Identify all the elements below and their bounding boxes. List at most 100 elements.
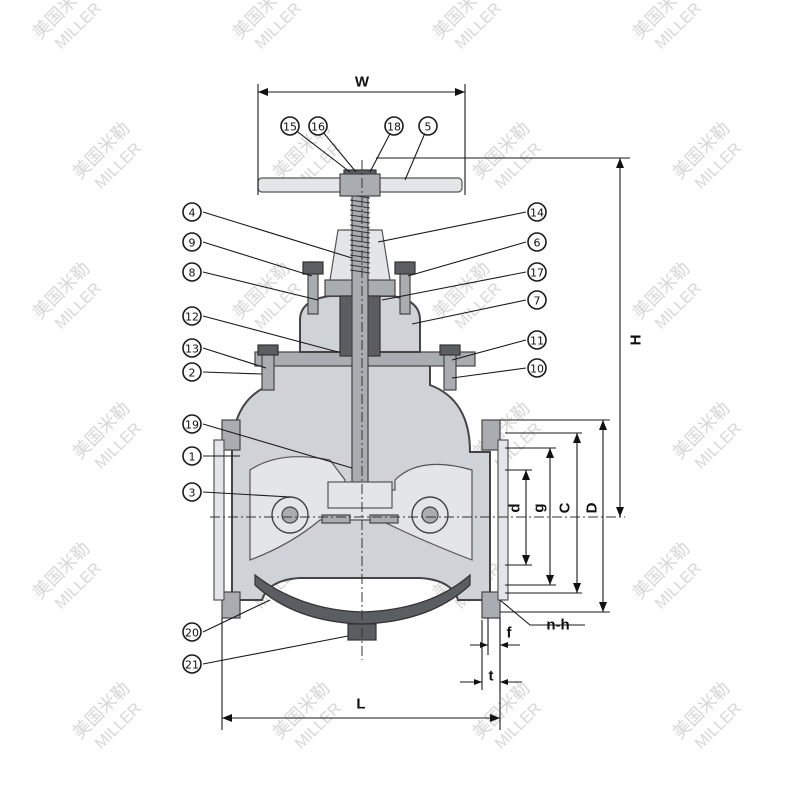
callout-16: 16 <box>308 116 328 136</box>
dim-label-c: C <box>557 502 574 513</box>
callout-5: 5 <box>418 116 438 136</box>
dim-label-h: H <box>628 335 645 346</box>
dim-label-w: W <box>355 74 370 91</box>
dimension-lines <box>221 84 630 730</box>
bonnet-nut-left <box>302 261 324 275</box>
left-flange <box>221 419 241 451</box>
callout-15: 15 <box>280 116 300 136</box>
callout-11: 11 <box>527 330 547 350</box>
right-flange-lower <box>481 591 501 619</box>
body-nut-left <box>257 344 279 356</box>
svg-text:8: 8 <box>189 267 196 280</box>
port-left-inner <box>281 506 299 524</box>
callout-13: 13 <box>182 338 202 358</box>
right-flange <box>481 419 501 451</box>
stem <box>351 189 369 491</box>
callout-9: 9 <box>182 232 202 252</box>
left-flange-lower <box>221 591 241 619</box>
seat-left <box>321 514 351 524</box>
thread-line <box>349 219 371 224</box>
callout-leaders <box>202 125 527 665</box>
callout-3: 3 <box>182 482 202 502</box>
svg-text:20: 20 <box>185 627 199 640</box>
thread-line <box>349 229 371 234</box>
dim-label-d-lower: d <box>507 503 524 512</box>
right-flange-face <box>497 439 509 601</box>
dim-label-d-upper: D <box>584 502 601 513</box>
valve-drawing <box>210 160 625 660</box>
port-right-inner <box>421 506 439 524</box>
svg-text:13: 13 <box>185 343 199 356</box>
thread-line <box>349 254 371 259</box>
stem-thread <box>349 194 371 274</box>
callout-14: 14 <box>527 202 547 222</box>
svg-text:19: 19 <box>185 419 199 432</box>
svg-text:12: 12 <box>185 311 199 324</box>
callout-19: 19 <box>182 414 202 434</box>
svg-text:10: 10 <box>530 363 544 376</box>
svg-text:5: 5 <box>425 121 432 134</box>
callout-7: 7 <box>527 290 547 310</box>
callout-1: 1 <box>182 446 202 466</box>
callout-17: 17 <box>527 262 547 282</box>
svg-text:15: 15 <box>283 121 297 134</box>
svg-text:7: 7 <box>534 295 541 308</box>
thread-line <box>349 269 371 274</box>
callout-21: 21 <box>182 654 202 674</box>
dim-label-f: f <box>507 625 513 642</box>
callout-6: 6 <box>527 232 547 252</box>
svg-text:3: 3 <box>189 487 196 500</box>
svg-text:17: 17 <box>530 267 544 280</box>
thread-line <box>349 214 371 219</box>
callout-8: 8 <box>182 262 202 282</box>
thread-line <box>349 209 371 214</box>
svg-text:9: 9 <box>189 237 196 250</box>
svg-text:11: 11 <box>530 335 544 348</box>
disc <box>327 481 393 509</box>
thread-line <box>349 259 371 264</box>
thread-line <box>349 244 371 249</box>
thread-line <box>349 204 371 209</box>
svg-text:6: 6 <box>534 237 541 250</box>
callout-18: 18 <box>384 116 404 136</box>
svg-text:16: 16 <box>311 121 325 134</box>
svg-text:4: 4 <box>189 207 196 220</box>
body-nut-right <box>439 344 461 356</box>
thread-line <box>349 199 371 204</box>
svg-text:21: 21 <box>185 659 199 672</box>
thread-line <box>349 239 371 244</box>
handwheel-hub <box>339 173 381 197</box>
dimension-labels: W H L D C g d n-h f t <box>355 74 645 713</box>
callout-20: 20 <box>182 622 202 642</box>
bottom-wall <box>254 573 471 625</box>
svg-text:14: 14 <box>530 207 544 220</box>
svg-text:18: 18 <box>387 121 401 134</box>
thread-line <box>349 234 371 239</box>
svg-text:2: 2 <box>189 367 196 380</box>
dim-label-g: g <box>531 503 548 512</box>
svg-text:1: 1 <box>189 451 196 464</box>
thread-line <box>349 249 371 254</box>
callout-12: 12 <box>182 306 202 326</box>
dim-label-t: t <box>489 668 494 685</box>
dim-label-nh: n-h <box>546 617 569 634</box>
callout-2: 2 <box>182 362 202 382</box>
callout-10: 10 <box>527 358 547 378</box>
thread-line <box>349 224 371 229</box>
